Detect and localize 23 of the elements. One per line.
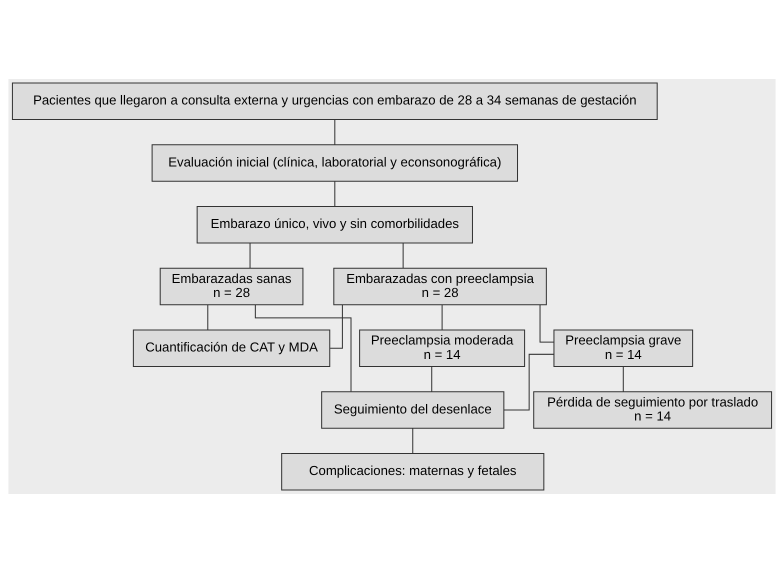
node-box: Cuantificación de CAT y MDA: [132, 330, 330, 367]
connector: [334, 182, 336, 206]
connector: [431, 366, 432, 392]
node-box: Pacientes que llegaron a consulta externa y urgencias con embarazo de 28 a 34 semanas de gestación: [12, 82, 658, 120]
connector: [402, 243, 404, 268]
connector: [412, 428, 414, 454]
node-box: Pérdida de seguimiento por traslado n = 14: [533, 391, 772, 429]
connector: [442, 305, 443, 330]
node-box: Embarazadas con preeclampsia n = 28: [333, 268, 547, 306]
connector: [250, 243, 251, 268]
node-box: Preeclampsia grave n = 14: [553, 330, 694, 367]
node-box: Seguimiento del desenlace: [321, 391, 504, 429]
node-box: Evaluación inicial (clínica, laboratorial y econsonográfica): [152, 144, 518, 182]
connector: [207, 305, 208, 330]
node-box: Embarazo único, vivo y sin comorbilidades: [196, 206, 473, 244]
connector: [540, 304, 554, 343]
node-box: Complicaciones: maternas y fetales: [281, 453, 544, 490]
connector: [330, 305, 343, 349]
node-box: Embarazadas sanas n = 28: [160, 268, 304, 306]
connector: [504, 354, 554, 410]
node-box: Preeclampsia moderada n = 14: [359, 330, 526, 367]
connector: [622, 366, 624, 392]
connector: [334, 120, 336, 144]
